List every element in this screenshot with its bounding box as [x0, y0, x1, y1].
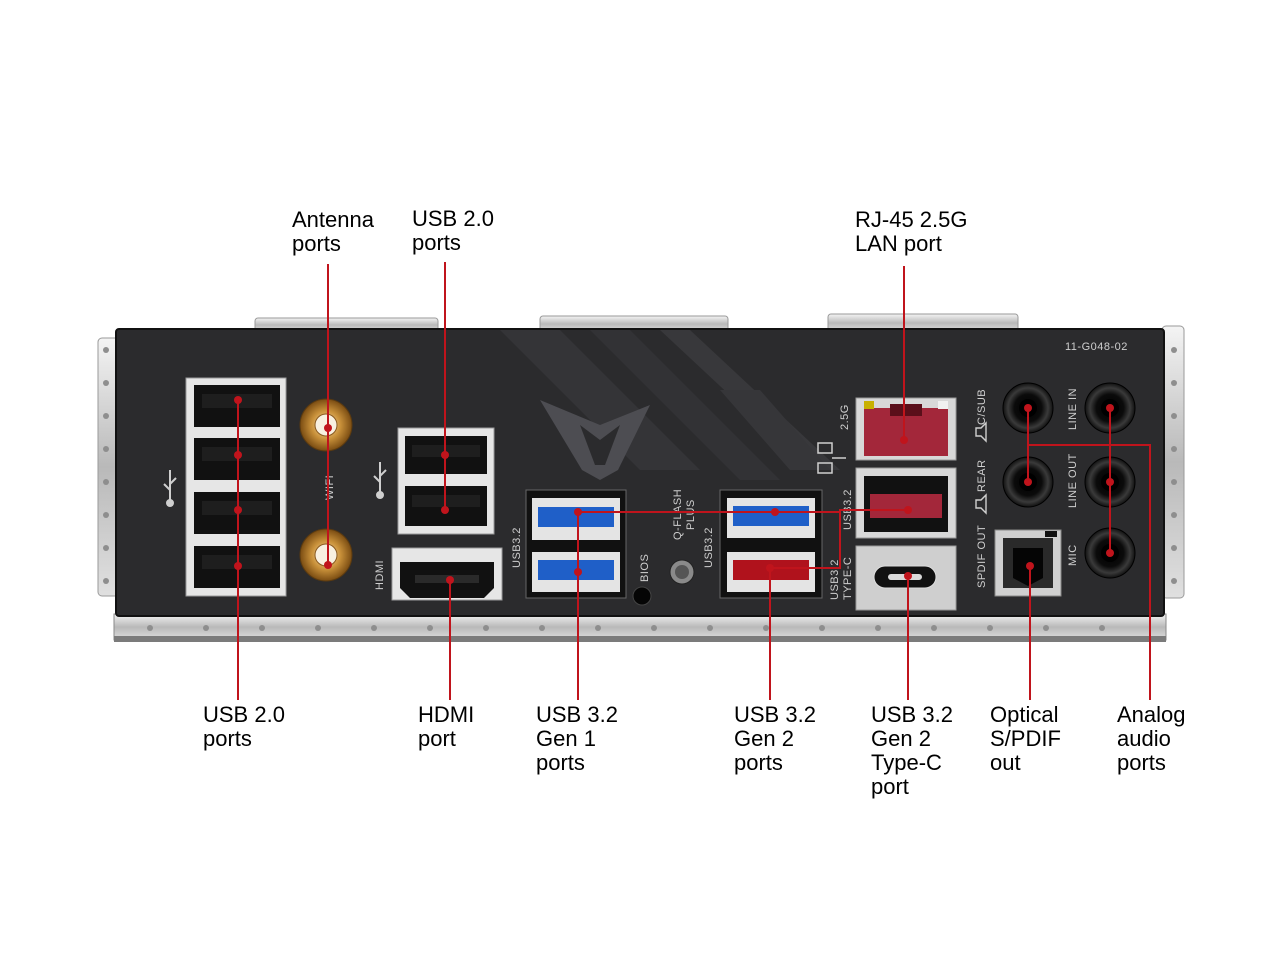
usb-trident-icon-2: [373, 462, 387, 499]
rail-rivet: [875, 625, 881, 631]
rail-rivet: [103, 347, 109, 353]
hdmi-port: [391, 547, 503, 601]
line-out-silkscreen: LINE OUT: [1067, 453, 1079, 508]
leader-analog-jacks: [1027, 408, 1111, 553]
brand-eagle-logo: [540, 400, 650, 480]
usb-trident-icon: [163, 470, 177, 507]
hdmi-silkscreen: HDMI: [374, 560, 386, 590]
rail-rivet: [203, 625, 209, 631]
callout-leader-lines: [237, 262, 1151, 700]
rail-rivet: [819, 625, 825, 631]
rail-rivet: [103, 380, 109, 386]
rail-rivet: [103, 479, 109, 485]
line-in-silkscreen: LINE IN: [1067, 388, 1079, 430]
spdif-out-silkscreen: SPDIF OUT: [976, 525, 988, 588]
q-flash-button[interactable]: [669, 559, 695, 585]
c-sub-silkscreen: C/SUB: [976, 389, 988, 425]
rail-rivet: [1099, 625, 1105, 631]
rj45-lan-port: [855, 397, 957, 461]
callout-rj45-lan-port: RJ-45 2.5G LAN port: [855, 207, 968, 256]
part-code-label: 11-G048-02: [1065, 341, 1128, 353]
callout-antenna-ports: Antenna ports: [292, 207, 374, 256]
rail-rivet: [103, 512, 109, 518]
callout-hdmi-port: HDMI port: [418, 702, 475, 751]
callout-usb32-typec-port: USB 3.2 Gen 2 Type-C port: [871, 702, 953, 799]
rail-rivet: [483, 625, 489, 631]
callout-usb32-gen2-ports: USB 3.2 Gen 2 ports: [734, 702, 816, 775]
rail-rivet: [987, 625, 993, 631]
antenna-port-bottom: [299, 528, 353, 582]
network-icon: [817, 442, 846, 474]
usb32-mid-silkscreen: USB3.2: [703, 527, 715, 568]
mic-silkscreen: MIC: [1067, 544, 1079, 566]
rail-rivet: [1171, 578, 1177, 584]
callout-optical-spdif-out: Optical S/PDIF out: [990, 702, 1061, 775]
usb32-gen1-stack: [525, 489, 627, 599]
lan-speed-silkscreen: 2.5G: [839, 404, 851, 430]
rail-rivet: [103, 446, 109, 452]
rail-rivet: [1171, 347, 1177, 353]
rear-silkscreen: REAR: [976, 459, 988, 492]
callout-analog-audio-ports: Analog audio ports: [1117, 702, 1186, 775]
rail-rivet: [259, 625, 265, 631]
panel-decorative-stripes: [500, 330, 840, 480]
rail-rivet: [539, 625, 545, 631]
speaker-icon: [975, 421, 987, 515]
callout-usb32-gen1-ports: USB 3.2 Gen 1 ports: [536, 702, 618, 775]
q-flash-silkscreen-1: Q-FLASH: [672, 489, 684, 540]
q-flash-silkscreen-2: PLUS: [685, 499, 697, 530]
rail-rivet: [147, 625, 153, 631]
usb32-gen2-red-port: [855, 467, 957, 539]
rail-rivet: [707, 625, 713, 631]
callout-usb20-bottom-ports: USB 2.0 ports: [203, 702, 285, 751]
rail-rivet: [103, 545, 109, 551]
rail-rivet: [1171, 413, 1177, 419]
rail-rivet: [1043, 625, 1049, 631]
rail-rivet: [595, 625, 601, 631]
bios-button[interactable]: [632, 586, 652, 606]
rail-rivet: [103, 413, 109, 419]
callout-usb20-top-ports: USB 2.0 ports: [412, 206, 494, 255]
usb32-left-silkscreen: USB3.2: [511, 527, 523, 568]
callout-leader-dots: [234, 396, 1114, 584]
rail-rivet: [427, 625, 433, 631]
wifi-silkscreen: WIFI: [324, 475, 336, 500]
rail-rivet: [103, 578, 109, 584]
rail-rivet: [371, 625, 377, 631]
shield-rail-rivets: [103, 347, 1177, 631]
rail-rivet: [1171, 512, 1177, 518]
usb32-typec-silkscreen-1: USB3.2: [829, 559, 841, 600]
rail-rivet: [763, 625, 769, 631]
rail-rivet: [1171, 446, 1177, 452]
usb32-typec-silkscreen-2: TYPE-C: [842, 557, 854, 600]
rail-rivet: [651, 625, 657, 631]
leader-usb32-gen2-branch: [770, 509, 908, 569]
rail-rivet: [315, 625, 321, 631]
rail-rivet: [1171, 380, 1177, 386]
rail-rivet: [1171, 479, 1177, 485]
rail-rivet: [1171, 545, 1177, 551]
optical-spdif-port: [994, 529, 1062, 597]
rail-rivet: [931, 625, 937, 631]
bios-silkscreen: BIOS: [639, 554, 651, 582]
